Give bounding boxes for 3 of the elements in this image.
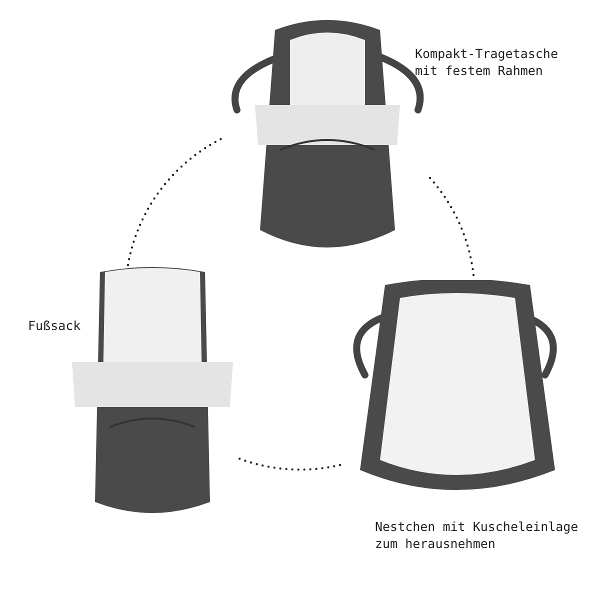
caption-text: Kompakt-Tragetasche mit festem Rahmen <box>415 45 559 79</box>
caption-text: Nestchen mit Kuscheleinlage zum herausnehmen <box>375 518 580 552</box>
caption-text: Fußsack <box>28 317 82 334</box>
